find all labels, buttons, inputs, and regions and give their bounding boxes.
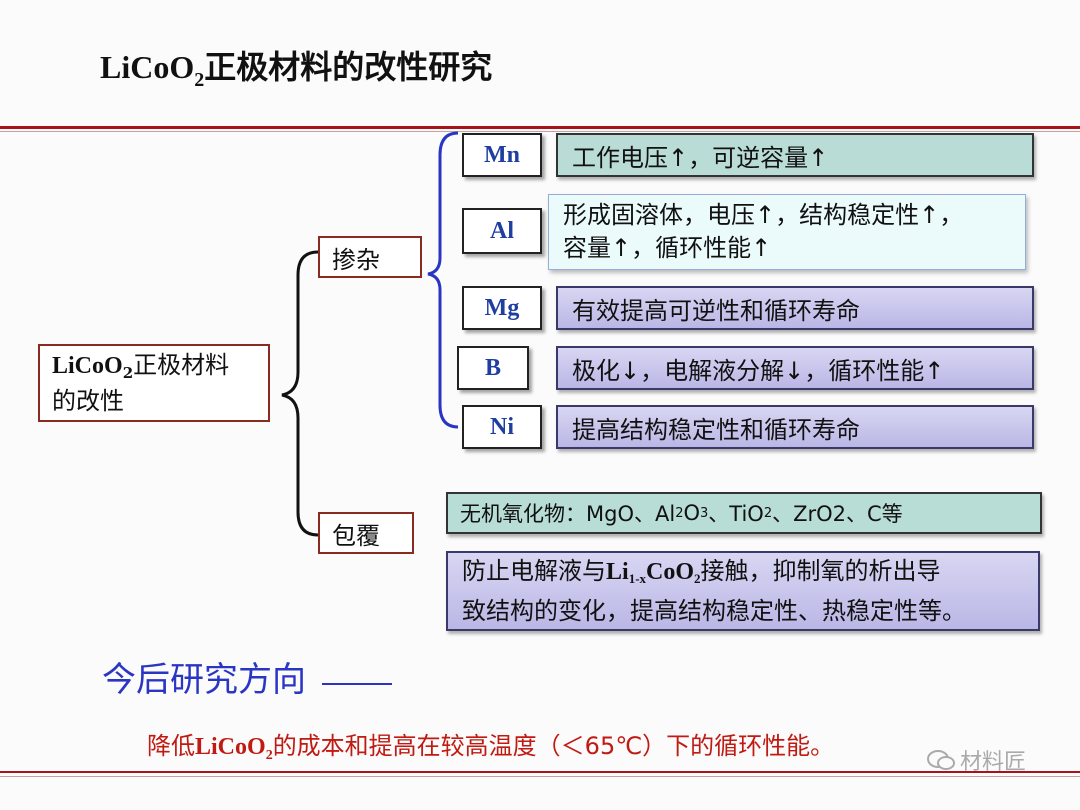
element-mg: Mg bbox=[462, 286, 542, 330]
coating-node: 包覆 bbox=[318, 512, 414, 554]
effect-mg: 有效提高可逆性和循环寿命 bbox=[556, 286, 1034, 330]
effect-al-line1: 形成固溶体，电压↑，结构稳定性↑， bbox=[563, 201, 964, 229]
slide-title: LiCoO2正极材料的改性研究 bbox=[100, 49, 493, 91]
element-al: Al bbox=[462, 208, 542, 254]
future-heading: 今后研究方向 bbox=[102, 660, 306, 700]
doping-node: 掺杂 bbox=[318, 236, 422, 278]
doping-brace bbox=[427, 131, 459, 429]
top-divider bbox=[0, 126, 1080, 129]
element-b: B bbox=[457, 346, 529, 390]
coating-effect: 防止电解液与Li1-xCoO2接触，抑制氧的析出导 致结构的变化，提高结构稳定性… bbox=[446, 551, 1040, 631]
future-dash bbox=[322, 683, 392, 685]
element-ni: Ni bbox=[462, 405, 542, 449]
effect-mn: 工作电压↑，可逆容量↑ bbox=[556, 133, 1034, 177]
watermark: 材料匠 bbox=[926, 744, 1026, 776]
effect-al: 形成固溶体，电压↑，结构稳定性↑， 容量↑，循环性能↑ bbox=[548, 194, 1026, 270]
wechat-icon bbox=[927, 750, 955, 770]
effect-al-line2: 容量↑，循环性能↑ bbox=[563, 234, 772, 262]
bottom-divider bbox=[0, 771, 1080, 773]
effect-b: 极化↓，电解液分解↓，循环性能↑ bbox=[556, 346, 1034, 390]
root-node: LiCoO2正极材料 的改性 bbox=[38, 344, 270, 422]
effect-ni: 提高结构稳定性和循环寿命 bbox=[556, 405, 1034, 449]
bottom-divider-thin bbox=[0, 776, 1080, 777]
element-mn: Mn bbox=[462, 133, 542, 177]
top-divider-thin bbox=[0, 131, 1080, 132]
main-brace bbox=[281, 250, 319, 537]
future-text: 降低LiCoO2的成本和提高在较高温度（＜65℃）下的循环性能。 bbox=[147, 732, 835, 763]
